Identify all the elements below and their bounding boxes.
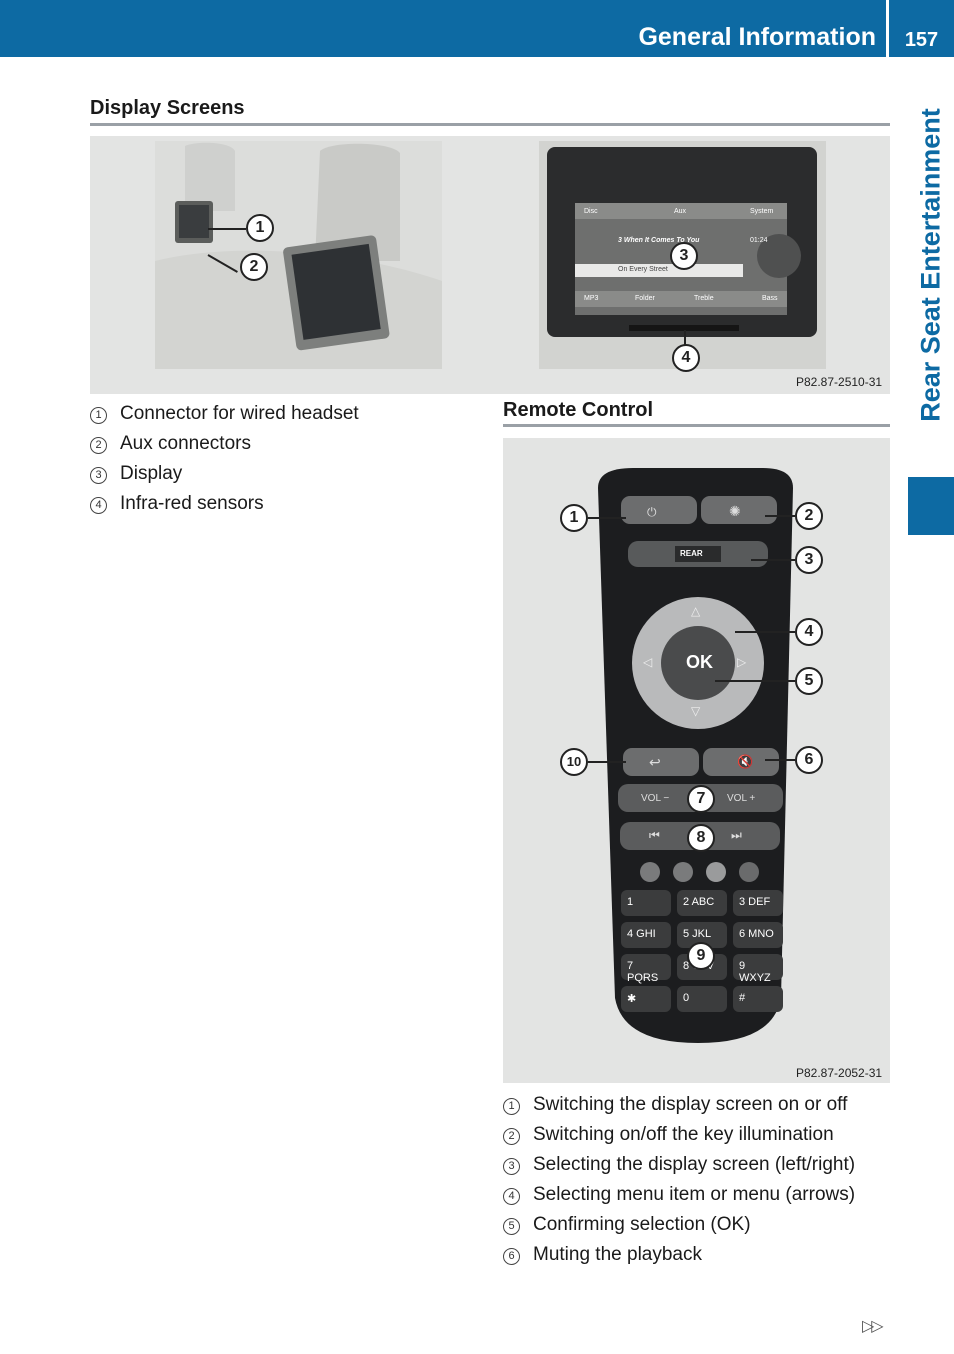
callout-10: 10	[560, 748, 588, 776]
callout-5: 5	[795, 667, 823, 695]
display-screens-heading: Display Screens	[90, 97, 245, 119]
remote-figure-code: P82.87-2052-31	[796, 1066, 883, 1080]
headrest-photo	[155, 141, 442, 369]
header-bar	[0, 0, 954, 57]
side-tab-marker	[908, 477, 954, 535]
headrest-illustration	[155, 141, 442, 369]
display-figure-code: P82.87-2510-31	[796, 375, 883, 389]
header-divider	[886, 0, 889, 57]
vol-down-button[interactable]: VOL −	[641, 793, 670, 804]
callout-2: 2	[795, 502, 823, 530]
key-9[interactable]: 9 WXYZ	[733, 954, 783, 984]
screen-bottom-folder: Folder	[635, 295, 655, 302]
remote-control-heading: Remote Control	[503, 399, 653, 421]
callout-10-leader	[588, 761, 626, 763]
key-0[interactable]: 0	[677, 986, 727, 1012]
screen-track: 3 When It Comes To You	[618, 237, 700, 244]
section-rule	[503, 424, 890, 427]
callout-4-leader	[735, 631, 795, 633]
page-number: 157	[904, 29, 939, 51]
page-title: General Information	[638, 23, 876, 51]
mute-icon[interactable]: 🔇	[737, 754, 754, 769]
remote-control-figure: 1 2 ABC 3 DEF 4 GHI 5 JKL 6 MNO 7 PQRS 8…	[503, 438, 890, 1083]
callout-1: 1	[560, 504, 588, 532]
callout-4-leader	[684, 330, 686, 346]
screen-bottom-bass: Bass	[762, 295, 778, 302]
callout-4: 4	[672, 344, 700, 372]
callout-5-leader	[715, 680, 795, 682]
ok-button[interactable]: OK	[686, 652, 713, 672]
screen-tab-aux: Aux	[674, 208, 687, 215]
display-illustration	[539, 141, 826, 369]
arrow-down-icon[interactable]: ▽	[691, 704, 701, 718]
callout-2-leader	[765, 515, 795, 517]
callout-2: 2	[240, 253, 268, 281]
skip-forward-icon[interactable]: ⏭	[731, 828, 742, 842]
key-star[interactable]: ✱	[621, 986, 671, 1012]
display-screens-figure: 1 2 Disc Aux System 3 When It Comes To Y…	[90, 136, 890, 394]
skip-back-icon[interactable]: ⏮	[649, 828, 660, 842]
callout-3-leader	[751, 559, 795, 561]
callout-7: 7	[687, 785, 715, 813]
callout-1: 1	[246, 214, 274, 242]
vol-up-button[interactable]: VOL +	[727, 793, 756, 804]
key-3[interactable]: 3 DEF	[733, 890, 783, 916]
callout-6: 6	[795, 746, 823, 774]
callout-3: 3	[795, 546, 823, 574]
arrow-up-icon[interactable]: △	[691, 604, 701, 618]
callout-3: 3	[670, 242, 698, 270]
screen-tab-system: System	[750, 208, 774, 215]
screen-next-track: On Every Street	[618, 266, 668, 273]
key-6[interactable]: 6 MNO	[733, 922, 783, 948]
key-1[interactable]: 1	[621, 890, 671, 916]
callout-1-leader	[588, 517, 626, 519]
power-icon[interactable]: ⏻	[647, 505, 657, 519]
screen-tab-disc: Disc	[584, 208, 598, 215]
callout-1-leader	[208, 228, 246, 230]
screen-time: 01:24	[750, 237, 768, 244]
section-rule	[90, 123, 890, 126]
arrow-left-icon[interactable]: ◁	[643, 655, 653, 669]
screen-bottom-treble: Treble	[694, 295, 714, 302]
callout-9: 9	[687, 942, 715, 970]
arrow-right-icon[interactable]: ▷	[737, 655, 747, 669]
callout-8: 8	[687, 824, 715, 852]
screen-bottom-mp3: MP3	[584, 295, 599, 302]
key-2[interactable]: 2 ABC	[677, 890, 727, 916]
continue-arrow-icon: ▷▷	[862, 1318, 884, 1335]
key-7[interactable]: 7 PQRS	[621, 954, 671, 984]
callout-6-leader	[765, 759, 795, 761]
side-tab-label: Rear Seat Entertainment	[915, 107, 946, 422]
key-4[interactable]: 4 GHI	[621, 922, 671, 948]
rear-label: REAR	[680, 549, 703, 558]
callout-4: 4	[795, 618, 823, 646]
illumination-icon[interactable]: ✺	[729, 503, 741, 519]
back-icon[interactable]: ↩	[649, 754, 661, 770]
numpad: 1 2 ABC 3 DEF 4 GHI 5 JKL 6 MNO 7 PQRS 8…	[621, 890, 783, 1012]
side-tab-title: Rear Seat Entertainment	[908, 57, 954, 472]
key-hash[interactable]: #	[733, 986, 783, 1012]
